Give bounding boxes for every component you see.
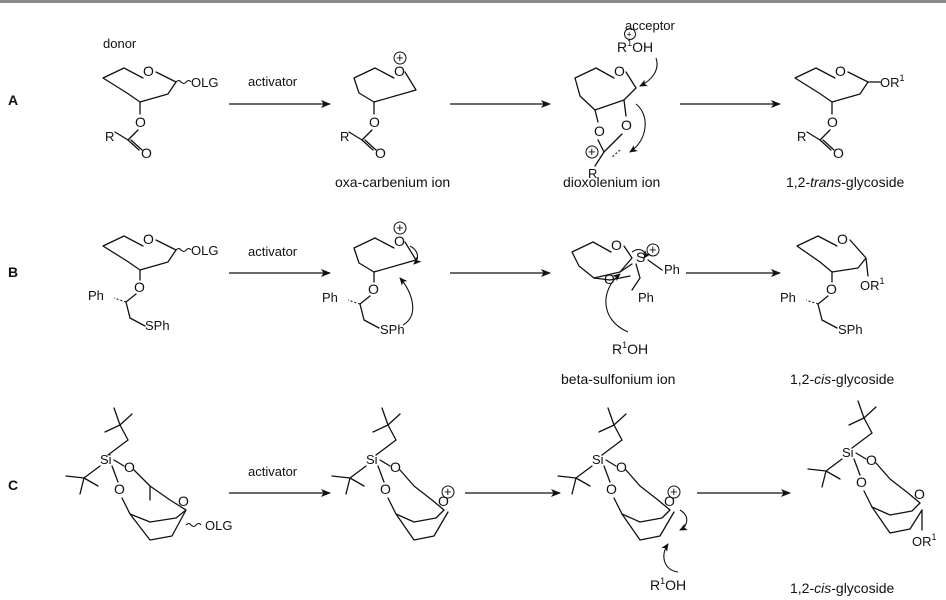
- svg-text:O: O: [394, 63, 405, 79]
- activator-label-b: activator: [248, 244, 298, 259]
- svg-text:O: O: [856, 474, 867, 490]
- svg-text:O: O: [604, 271, 615, 287]
- product-c: Si O O O OR1: [807, 400, 937, 549]
- svg-text:SPh: SPh: [145, 318, 170, 333]
- svg-text:O: O: [606, 481, 617, 497]
- svg-text:Si: Si: [842, 445, 854, 460]
- donor-c: Si O O O OLG: [65, 407, 232, 541]
- svg-text:O: O: [833, 145, 844, 161]
- svg-text:Si: Si: [366, 452, 378, 467]
- intermediate-c: Si O O O + R1OH: [557, 407, 688, 593]
- oxacarbenium-b: O + O Ph SPh: [322, 220, 422, 337]
- svg-text:+: +: [396, 220, 404, 235]
- svg-text:O: O: [114, 481, 125, 497]
- svg-text:R: R: [797, 129, 806, 144]
- svg-text:O: O: [438, 493, 449, 509]
- svg-text:R: R: [105, 129, 114, 144]
- svg-text:Si: Si: [100, 452, 112, 467]
- svg-text:Ph: Ph: [322, 290, 338, 305]
- svg-text:OR1: OR1: [912, 532, 937, 549]
- acceptor-r1oh-b: R1OH: [612, 340, 648, 357]
- svg-text:O: O: [369, 114, 380, 130]
- svg-text:OLG: OLG: [191, 75, 218, 90]
- activator-label-c: activator: [248, 464, 298, 479]
- svg-text:O: O: [143, 231, 154, 247]
- caption-dioxolenium: dioxolenium ion: [563, 174, 660, 190]
- svg-text:R: R: [588, 166, 597, 181]
- svg-text:SPh: SPh: [838, 322, 863, 337]
- product-a: O OR1 O R O: [794, 63, 905, 161]
- svg-text:O: O: [134, 279, 145, 295]
- caption-trans-glycoside: 1,2-trans-glycoside: [786, 174, 904, 190]
- svg-text:O: O: [837, 231, 848, 247]
- caption-sulfonium: beta-sulfonium ion: [561, 371, 675, 387]
- row-a: A donor O OLG O R O activator O + O R O: [8, 18, 905, 190]
- svg-text:Ph: Ph: [88, 288, 104, 303]
- dioxolenium-a: acceptor R1OH + O O O + R: [574, 18, 676, 181]
- svg-text:O: O: [178, 493, 189, 509]
- svg-text:O: O: [135, 114, 146, 130]
- row-label-c: C: [8, 477, 18, 493]
- svg-text:OLG: OLG: [191, 243, 218, 258]
- svg-text:O: O: [390, 459, 401, 475]
- svg-text:O: O: [124, 459, 135, 475]
- donor-label: donor: [103, 36, 137, 51]
- svg-text:O: O: [621, 117, 632, 133]
- svg-text:OR1: OR1: [880, 73, 905, 90]
- svg-text:O: O: [826, 281, 837, 297]
- svg-text:Ph: Ph: [780, 290, 796, 305]
- svg-text:Ph: Ph: [664, 262, 680, 277]
- oxacarbenium-a: O + O R O: [340, 50, 417, 161]
- acceptor-r1oh-c: R1OH: [650, 576, 686, 593]
- svg-text:O: O: [616, 459, 627, 475]
- acceptor-r1oh-a: R1OH: [617, 38, 653, 55]
- svg-text:O: O: [827, 114, 838, 130]
- acceptor-label: acceptor: [625, 18, 676, 33]
- svg-text:Si: Si: [592, 452, 604, 467]
- svg-text:R: R: [340, 129, 349, 144]
- svg-text:OR1: OR1: [860, 276, 885, 293]
- svg-text:O: O: [368, 281, 379, 297]
- donor-a: donor O OLG O R O: [102, 36, 218, 161]
- svg-text:O: O: [914, 486, 925, 502]
- svg-text:OLG: OLG: [205, 518, 232, 533]
- svg-text:O: O: [664, 493, 675, 509]
- svg-text:SPh: SPh: [380, 322, 405, 337]
- svg-text:O: O: [375, 145, 386, 161]
- row-b: B O OLG O Ph SPh activator O + O: [8, 220, 894, 387]
- activator-label-a: activator: [248, 74, 298, 89]
- svg-text:O: O: [141, 145, 152, 161]
- svg-text:+: +: [627, 30, 632, 40]
- caption-oxacarbenium: oxa-carbenium ion: [335, 174, 450, 190]
- plus-icon: +: [396, 50, 404, 65]
- svg-text:O: O: [143, 63, 154, 79]
- svg-text:+: +: [444, 484, 452, 499]
- row-label-a: A: [8, 92, 18, 108]
- svg-text:Ph: Ph: [638, 290, 654, 305]
- donor-b: O OLG O Ph SPh: [88, 231, 218, 333]
- svg-text:S: S: [636, 249, 645, 265]
- svg-text:O: O: [866, 452, 877, 468]
- svg-text:O: O: [835, 63, 846, 79]
- row-c: C Si O O O OLG activator Si O O: [8, 400, 937, 596]
- oxacarbenium-c: Si O O O +: [331, 407, 455, 541]
- svg-text:+: +: [670, 484, 678, 499]
- svg-text:O: O: [614, 63, 625, 79]
- svg-text:O: O: [594, 123, 605, 139]
- product-b: O OR1 O Ph SPh: [780, 231, 885, 337]
- sulfonium-b: O O S + Ph Ph R1OH: [571, 237, 680, 357]
- svg-text:+: +: [649, 242, 657, 257]
- svg-text:O: O: [611, 237, 622, 253]
- svg-text:O: O: [394, 233, 405, 249]
- caption-cis-glycoside-c: 1,2-cis-glycoside: [790, 580, 894, 596]
- row-label-b: B: [8, 264, 18, 280]
- caption-cis-glycoside-b: 1,2-cis-glycoside: [790, 371, 894, 387]
- svg-text:O: O: [380, 481, 391, 497]
- svg-text:+: +: [588, 144, 596, 159]
